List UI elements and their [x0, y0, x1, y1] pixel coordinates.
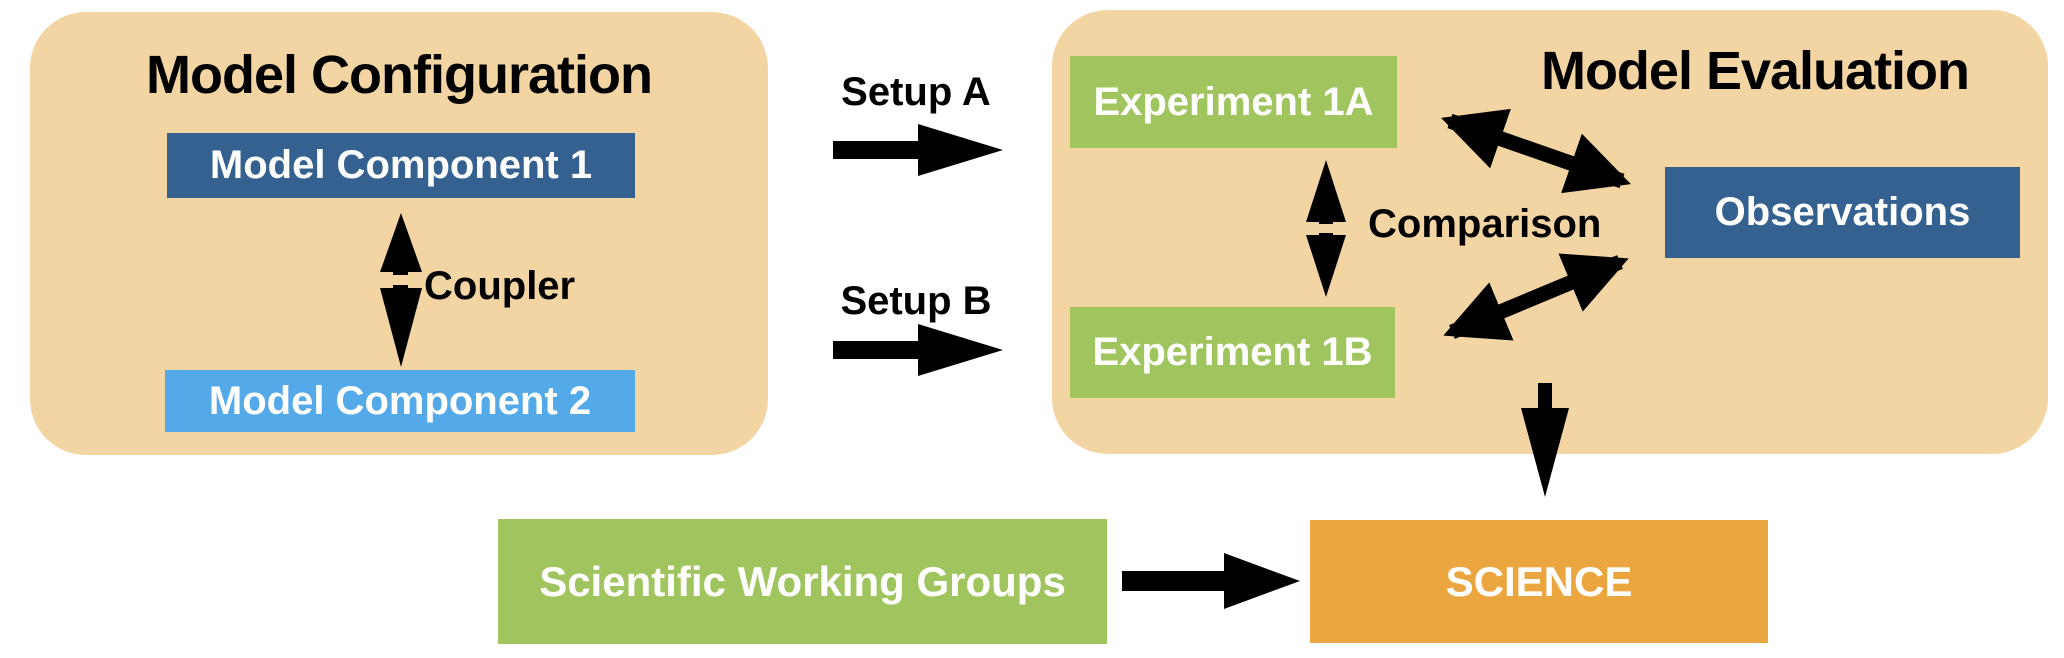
experiment-1a-box: Experiment 1A — [1070, 56, 1397, 148]
model-configuration-title: Model Configuration — [146, 45, 653, 105]
coupler-label: Coupler — [424, 264, 576, 308]
scientific-working-groups-label: Scientific Working Groups — [539, 557, 1066, 605]
scientific-working-groups-box: Scientific Working Groups — [498, 519, 1107, 644]
setup-a-label: Setup A — [841, 70, 991, 114]
experiment-1b-label: Experiment 1B — [1092, 330, 1373, 374]
science-label: SCIENCE — [1445, 557, 1633, 605]
setup-b-label: Setup B — [840, 279, 992, 323]
comparison-label: Comparison — [1368, 202, 1602, 246]
setup-a-arrow-icon — [833, 124, 1003, 176]
model-component-2-label: Model Component 2 — [208, 378, 592, 423]
setup-b-arrow-icon — [833, 324, 1003, 376]
science-box: SCIENCE — [1310, 520, 1768, 643]
experiment-1a-label: Experiment 1A — [1093, 79, 1374, 124]
model-component-1-box: Model Component 1 — [167, 133, 635, 198]
groups-to-science-arrow-icon — [1122, 553, 1300, 609]
model-component-2-box: Model Component 2 — [165, 370, 635, 432]
model-evaluation-title: Model Evaluation — [1540, 41, 1970, 101]
model-component-1-label: Model Component 1 — [209, 143, 593, 187]
observations-box: Observations — [1665, 167, 2020, 258]
observations-label: Observations — [1714, 190, 1971, 234]
experiment-1b-box: Experiment 1B — [1070, 307, 1395, 398]
